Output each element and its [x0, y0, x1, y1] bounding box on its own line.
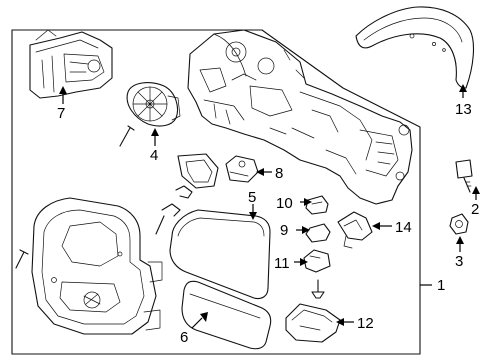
- callout-5: 5: [248, 189, 256, 206]
- lower-cover: [285, 303, 341, 343]
- mirror-cap: [355, 6, 475, 89]
- callout-1: 1: [437, 277, 445, 294]
- pivot-pin: [311, 279, 325, 299]
- small-screw: [119, 125, 135, 147]
- sensor-11: [303, 249, 331, 273]
- nut-3: [449, 213, 469, 235]
- mirror-glass: [169, 209, 271, 300]
- adjustment-motor: [126, 82, 181, 127]
- callout-14: 14: [395, 219, 412, 236]
- assembly-boundary: [11, 29, 421, 355]
- callout-2: 2: [471, 201, 479, 218]
- callout-3: 3: [455, 253, 463, 270]
- callout-4: 4: [150, 147, 158, 164]
- lamp-assembly: [29, 29, 113, 99]
- callout-12: 12: [357, 315, 374, 332]
- callout-10: 10: [276, 195, 293, 212]
- backing-plate: [31, 197, 163, 335]
- callout-7: 7: [57, 105, 65, 122]
- retaining-clips: [155, 185, 193, 235]
- callout-6: 6: [180, 329, 188, 346]
- switch-9: [305, 223, 331, 243]
- clip-10: [305, 195, 329, 215]
- backing-screw: [15, 249, 29, 269]
- bolt-2: [455, 159, 473, 193]
- callout-leaders: [59, 84, 480, 329]
- lamp-bezel: [177, 153, 219, 189]
- callout-9: 9: [280, 222, 288, 239]
- spotter-glass: [181, 280, 272, 350]
- callout-13: 13: [455, 101, 472, 118]
- connector-14: [337, 211, 373, 249]
- mirror-housing-bracket: [187, 29, 413, 205]
- callout-11: 11: [274, 255, 290, 272]
- callout-8: 8: [275, 165, 283, 182]
- camera-module: [225, 155, 259, 183]
